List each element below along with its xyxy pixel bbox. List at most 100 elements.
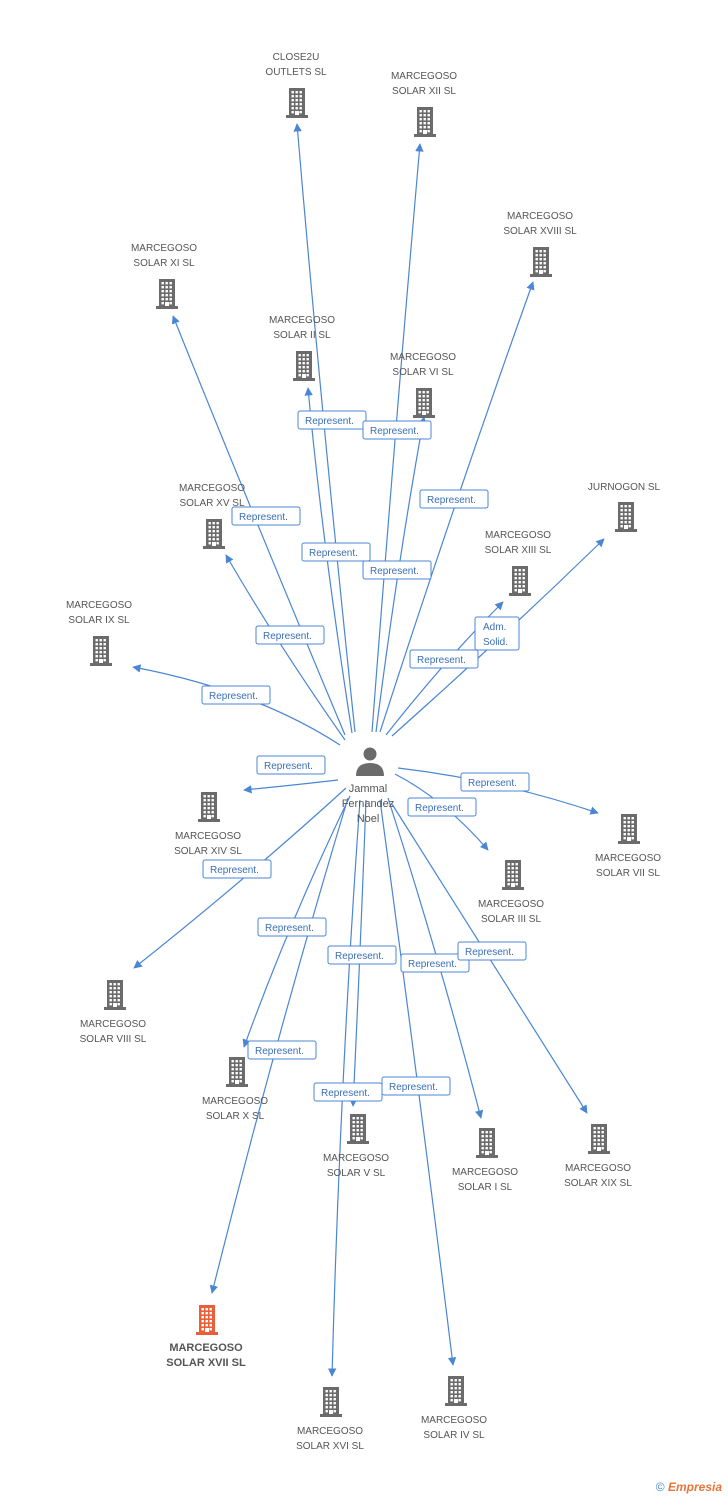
relation-label-xv[interactable]: Represent. [255,625,325,645]
relation-label-xiii[interactable]: Represent. [409,649,479,669]
company-name[interactable]: MARCEGOSO [452,1167,518,1178]
relation-label-iv[interactable]: Represent. [381,1076,451,1096]
company-name[interactable]: MARCEGOSO [391,71,457,82]
building-icon[interactable] [104,980,126,1010]
building-icon[interactable] [203,519,225,549]
company-name[interactable]: SOLAR XVII SL [166,1357,246,1369]
building-icon[interactable] [347,1114,369,1144]
company-name[interactable]: MARCEGOSO [66,600,132,611]
company-name[interactable]: SOLAR XVI SL [296,1441,364,1452]
company-node-i[interactable]: MARCEGOSO SOLAR I SL [452,1128,518,1193]
building-icon[interactable] [502,860,524,890]
relation-label-ix[interactable]: Represent. [201,685,271,705]
building-icon[interactable] [196,1305,218,1335]
building-icon[interactable] [198,792,220,822]
relation-label-jurnogon[interactable]: Adm.Solid. [474,616,520,651]
building-icon[interactable] [445,1376,467,1406]
company-node-xv[interactable]: MARCEGOSO SOLAR XV SL [179,483,245,549]
company-name[interactable]: MARCEGOSO [269,315,335,326]
company-node-vii[interactable]: MARCEGOSO SOLAR VII SL [595,814,661,879]
relation-label-i[interactable]: Represent. [400,953,470,973]
relation-label-viii[interactable]: Represent. [202,859,272,879]
company-node-xiii[interactable]: MARCEGOSO SOLAR XIII SL [485,530,552,596]
relation-label-xvi[interactable]: Represent. [313,1082,383,1102]
relation-label-xii[interactable]: Represent. [362,420,432,440]
building-icon[interactable] [413,388,435,418]
company-node-ix[interactable]: MARCEGOSO SOLAR IX SL [66,600,132,666]
company-name[interactable]: MARCEGOSO [485,530,551,541]
building-icon[interactable] [530,247,552,277]
company-node-vi[interactable]: MARCEGOSO SOLAR VI SL [390,352,456,418]
company-name[interactable]: SOLAR VII SL [596,868,660,879]
company-name[interactable]: MARCEGOSO [565,1163,631,1174]
relation-label-x[interactable]: Represent. [257,917,327,937]
relation-label-vii[interactable]: Represent. [460,772,530,792]
company-name[interactable]: MARCEGOSO [202,1096,268,1107]
company-node-x[interactable]: MARCEGOSO SOLAR X SL [202,1057,268,1122]
relation-label-xi[interactable]: Represent. [231,506,301,526]
building-icon[interactable] [90,636,112,666]
company-name[interactable]: MARCEGOSO [323,1153,389,1164]
company-name[interactable]: SOLAR X SL [206,1111,265,1122]
company-name[interactable]: MARCEGOSO [390,352,456,363]
building-icon[interactable] [226,1057,248,1087]
company-name[interactable]: CLOSE2U [273,52,320,63]
company-name[interactable]: SOLAR IV SL [423,1430,485,1441]
building-icon[interactable] [509,566,531,596]
company-node-xiv[interactable]: MARCEGOSO SOLAR XIV SL [174,792,242,857]
building-icon[interactable] [618,814,640,844]
company-name[interactable]: SOLAR I SL [458,1182,513,1193]
company-name[interactable]: SOLAR XI SL [133,258,195,269]
brand-name[interactable]: Empresia [667,1480,722,1494]
company-name[interactable]: MARCEGOSO [595,853,661,864]
company-name[interactable]: MARCEGOSO [507,211,573,222]
building-icon[interactable] [293,351,315,381]
building-icon[interactable] [286,88,308,118]
company-node-xix[interactable]: MARCEGOSO SOLAR XIX SL [564,1124,632,1189]
company-name[interactable]: SOLAR XIX SL [564,1178,632,1189]
building-icon[interactable] [588,1124,610,1154]
company-node-xi[interactable]: MARCEGOSO SOLAR XI SL [131,243,197,309]
company-node-jurnogon[interactable]: JURNOGON SL [588,482,661,532]
building-icon[interactable] [320,1387,342,1417]
building-icon[interactable] [156,279,178,309]
company-name[interactable]: SOLAR III SL [481,914,541,925]
relation-label-vi[interactable]: Represent. [362,560,432,580]
relation-label-xviii[interactable]: Represent. [419,489,489,509]
company-name[interactable]: SOLAR XIV SL [174,846,242,857]
relation-label-xix[interactable]: Represent. [457,941,527,961]
company-node-xvi[interactable]: MARCEGOSO SOLAR XVI SL [296,1387,364,1452]
company-name[interactable]: MARCEGOSO [175,831,241,842]
company-name[interactable]: SOLAR VI SL [392,367,454,378]
relation-label-v[interactable]: Represent. [327,945,397,965]
company-name[interactable]: MARCEGOSO [131,243,197,254]
company-name[interactable]: MARCEGOSO [478,899,544,910]
company-name[interactable]: MARCEGOSO [80,1019,146,1030]
company-node-close2u[interactable]: CLOSE2U OUTLETS SL [265,52,327,118]
company-name[interactable]: SOLAR XIII SL [485,545,552,556]
company-name[interactable]: SOLAR II SL [273,330,331,341]
building-icon[interactable] [414,107,436,137]
relation-label-ii[interactable]: Represent. [301,542,371,562]
building-icon[interactable] [615,502,637,532]
company-node-iii[interactable]: MARCEGOSO SOLAR III SL [478,860,544,925]
company-node-viii[interactable]: MARCEGOSO SOLAR VIII SL [80,980,147,1045]
company-name[interactable]: MARCEGOSO [297,1426,363,1437]
company-name[interactable]: JURNOGON SL [588,482,661,493]
relation-label-xvii[interactable]: Represent. [247,1040,317,1060]
company-name[interactable]: SOLAR VIII SL [80,1034,147,1045]
company-name[interactable]: MARCEGOSO [179,483,245,494]
company-name[interactable]: SOLAR XV SL [179,498,244,509]
company-node-iv[interactable]: MARCEGOSO SOLAR IV SL [421,1376,487,1441]
company-name[interactable]: OUTLETS SL [265,67,327,78]
relation-label-xiv[interactable]: Represent. [256,755,326,775]
building-icon[interactable] [476,1128,498,1158]
company-node-ii[interactable]: MARCEGOSO SOLAR II SL [269,315,335,381]
relation-label-close2u[interactable]: Represent. [297,410,367,430]
company-name[interactable]: SOLAR V SL [327,1168,386,1179]
company-name[interactable]: SOLAR IX SL [68,615,130,626]
company-name[interactable]: MARCEGOSO [421,1415,487,1426]
